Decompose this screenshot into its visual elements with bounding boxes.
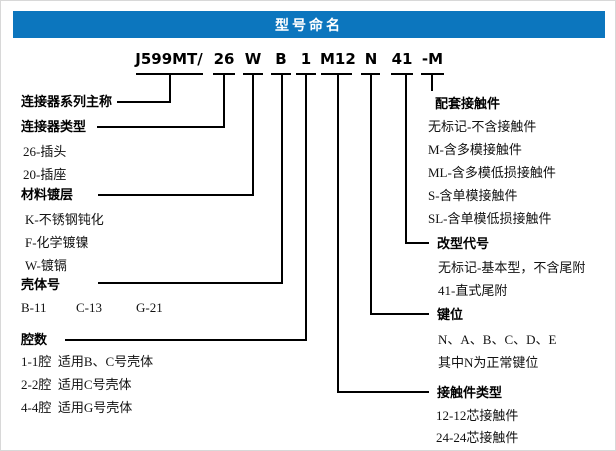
item-key-options: N、A、B、C、D、E: [438, 332, 557, 347]
connector-line-mating-v: [431, 75, 433, 91]
connector-line-contact-v: [337, 75, 339, 393]
item-contact-12: 12-12芯接触件: [436, 408, 519, 423]
connector-line-series-v: [169, 75, 171, 103]
label-contact-type: 接触件类型: [437, 385, 503, 400]
item-mating-m: M-含多模接触件: [428, 142, 522, 157]
label-mating-contacts: 配套接触件: [435, 96, 501, 111]
connector-line-contact-h: [337, 391, 429, 393]
label-connector-series: 连接器系列主称: [21, 94, 113, 109]
item-variant-none: 无标记-基本型，不含尾附: [438, 260, 586, 275]
item-mating-s: S-含单模接触件: [428, 188, 518, 203]
item-cavity-4: 4-4腔 适用G号壳体: [21, 400, 133, 415]
connector-line-cavity-h: [65, 339, 307, 341]
connector-line-type-h: [97, 126, 225, 128]
part-number-segment-plating: W: [244, 50, 262, 68]
item-variant-41: 41-直式尾附: [438, 283, 508, 298]
item-shell-g: G-21: [136, 300, 163, 315]
underline-plating: [243, 73, 263, 75]
label-material-plating: 材料镀层: [21, 187, 74, 202]
part-number-segment-shell: B: [275, 50, 287, 68]
item-type-plug: 26-插头: [23, 144, 67, 159]
item-cavity-2: 2-2腔 适用C号壳体: [21, 377, 132, 392]
label-connector-type: 连接器类型: [21, 119, 87, 134]
connector-line-key-h: [370, 313, 429, 315]
item-plating-f: F-化学镀镍: [25, 235, 89, 250]
part-number-segment-series: J599MT/: [135, 50, 203, 68]
connector-line-shell-v: [281, 75, 283, 284]
item-mating-ml: ML-含多模低损接触件: [428, 165, 556, 180]
underline-contact: [321, 73, 352, 75]
connector-line-cavity-v: [305, 75, 307, 341]
part-number-segment-key: N: [364, 50, 378, 68]
section-title-bar: 型号命名: [13, 11, 605, 38]
label-key-position: 键位: [437, 307, 464, 322]
item-type-socket: 20-插座: [23, 167, 67, 182]
item-plating-w: W-镀镉: [25, 258, 67, 273]
part-number-segment-mating: -M: [421, 50, 444, 68]
part-number-segment-type: 26: [213, 50, 235, 68]
underline-series: [136, 73, 203, 75]
label-variant-code: 改型代号: [437, 236, 490, 251]
connector-line-plating-v: [252, 75, 254, 196]
item-plating-k: K-不锈钢钝化: [25, 212, 104, 227]
item-mating-none: 无标记-不含接触件: [428, 119, 537, 134]
connector-line-variant-v: [405, 75, 407, 244]
item-mating-sl: SL-含单模低损接触件: [428, 211, 552, 226]
item-cavity-1: 1-1腔 适用B、C号壳体: [21, 354, 154, 369]
connector-line-key-v: [370, 75, 372, 315]
underline-type: [213, 73, 235, 75]
underline-cavity: [296, 73, 316, 75]
label-cavity-count: 腔数: [21, 332, 48, 347]
connector-line-series-h: [117, 101, 171, 103]
underline-mating: [421, 73, 444, 75]
connector-line-plating-h: [98, 194, 254, 196]
item-key-note: 其中N为正常键位: [438, 355, 539, 370]
connector-line-variant-h: [405, 242, 429, 244]
item-shell-b: B-11: [21, 300, 47, 315]
label-shell-number: 壳体号: [21, 277, 61, 292]
part-number-segment-contact: M12: [320, 50, 356, 68]
connector-line-type-v: [223, 75, 225, 128]
page-title: 型号命名: [275, 16, 343, 33]
underline-variant: [391, 73, 413, 75]
underline-key: [361, 73, 380, 75]
item-shell-c: C-13: [76, 300, 102, 315]
underline-shell: [271, 73, 291, 75]
part-number-segment-cavity: 1: [300, 50, 312, 68]
item-contact-24: 24-24芯接触件: [436, 430, 519, 445]
connector-line-shell-h: [98, 282, 283, 284]
part-number-segment-variant: 41: [391, 50, 413, 68]
